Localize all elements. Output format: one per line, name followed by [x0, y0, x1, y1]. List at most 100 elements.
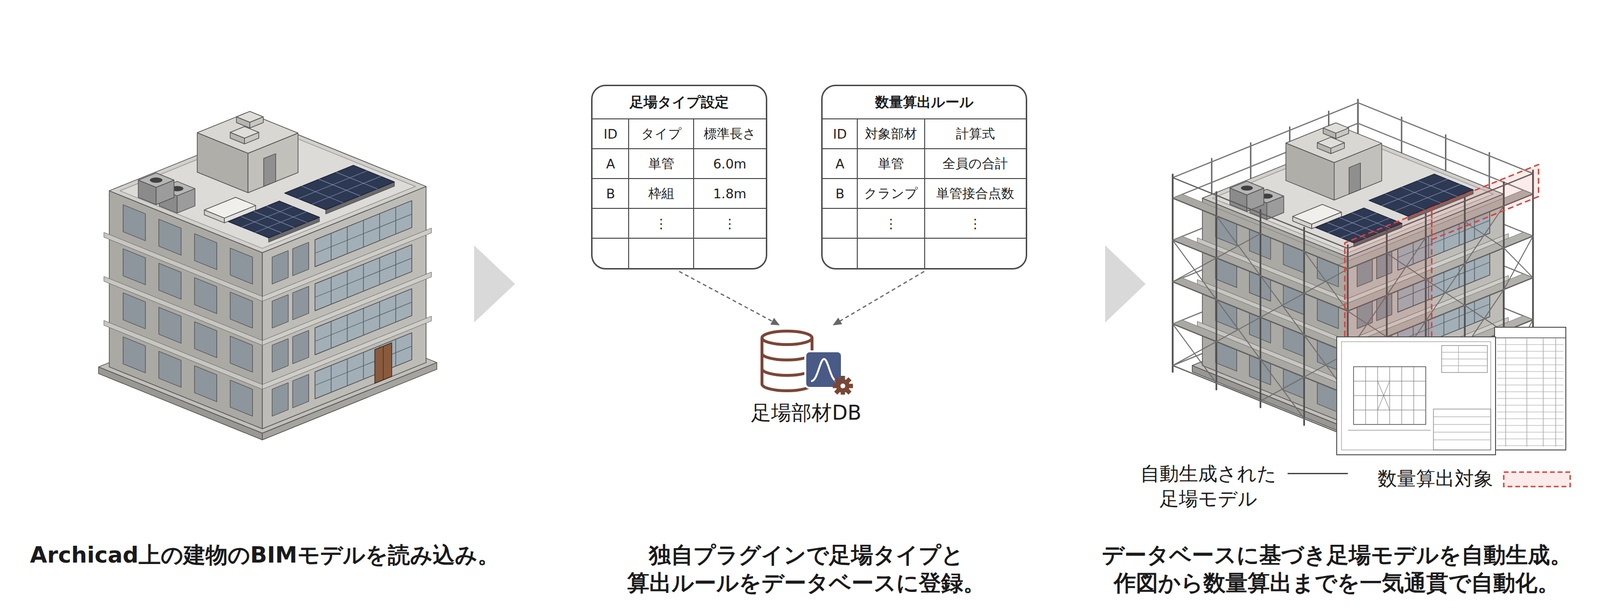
sheet-rule — [1496, 418, 1564, 420]
ac-fan — [1240, 185, 1253, 191]
window — [194, 277, 217, 314]
dimension-line — [1347, 430, 1431, 431]
window — [158, 219, 181, 256]
table-rule — [592, 237, 766, 239]
sheet-rule — [1496, 432, 1564, 433]
sheet-rule — [1505, 337, 1507, 447]
scaffold-brace — [1216, 299, 1261, 360]
sheet-rule — [1496, 391, 1564, 393]
window — [230, 380, 253, 417]
table-title: 数量算出ルール — [822, 86, 1026, 119]
table-rule — [924, 118, 926, 269]
solar-panel — [284, 165, 395, 210]
table-cell: 1.8m — [693, 178, 766, 209]
step-chevron — [474, 245, 516, 323]
scaffold-brace — [1172, 258, 1217, 283]
table-cell: ⋮ — [857, 208, 925, 239]
solar-panel — [228, 201, 320, 239]
table-cell: 単管接合点数 — [924, 178, 1026, 209]
connector-line — [679, 271, 780, 326]
window — [194, 233, 217, 271]
sheet-rule — [1555, 337, 1557, 447]
legend-sample — [1501, 469, 1573, 490]
sheet-rule — [1496, 358, 1564, 359]
scaffold-brace — [1260, 275, 1305, 336]
plugin-curve — [811, 359, 838, 382]
sheet-rule — [1433, 424, 1491, 426]
table-cell: 計算式 — [924, 118, 1026, 149]
transom — [314, 258, 412, 297]
table-cell: クランプ — [857, 178, 925, 209]
table-rule — [592, 118, 766, 120]
scaffold-pole — [1303, 227, 1306, 426]
window — [123, 336, 146, 374]
window — [230, 248, 253, 285]
sheet-rule — [1496, 385, 1564, 386]
sheet-table — [1441, 345, 1488, 373]
database-icon — [734, 327, 879, 395]
table-rule — [856, 118, 858, 269]
table-title: 足場タイプ設定 — [592, 86, 766, 119]
scaffold-ledger — [1172, 365, 1348, 437]
elevation-grid — [1353, 366, 1426, 425]
window — [292, 286, 309, 321]
transom — [314, 302, 412, 342]
sheet-rule — [1496, 378, 1564, 379]
ac-unit — [1229, 181, 1264, 196]
table-rule — [628, 118, 630, 269]
roof-vent — [1317, 137, 1345, 149]
roof-vent — [230, 126, 259, 139]
window — [271, 294, 288, 329]
scaffold-brace — [1303, 269, 1348, 294]
scaffold-ledger — [1172, 177, 1348, 249]
window — [230, 292, 253, 329]
penthouse-door — [263, 153, 276, 187]
arrow-head — [832, 317, 843, 326]
connector-line — [832, 271, 925, 326]
gear-hole — [840, 383, 846, 389]
legend-text: 数量算出対象 — [1377, 465, 1498, 491]
sheet-rule — [1496, 412, 1564, 413]
scaffold-brace — [1172, 323, 1217, 384]
table-cell: ID — [822, 118, 858, 149]
roof-deck — [119, 129, 416, 249]
sheet-rule — [1433, 439, 1491, 441]
gear — [836, 379, 850, 393]
table-cell: ⋮ — [628, 208, 694, 239]
panel-grid — [311, 176, 381, 205]
title-block — [1433, 409, 1491, 451]
table-cell: 枠組 — [628, 178, 694, 209]
window — [292, 242, 309, 277]
scaffold-brace — [1464, 221, 1504, 249]
db-top — [761, 331, 813, 345]
panel-grid — [241, 206, 293, 228]
step-caption: 独自プラグインで足場タイプと 算出ルールをデータベースに登録。 — [604, 541, 1009, 597]
sheet-rule — [1441, 365, 1488, 367]
floor-slab — [103, 232, 263, 302]
table-cell: ID — [592, 118, 629, 149]
sheet-rule — [1494, 337, 1566, 339]
plugin-badge — [805, 351, 842, 388]
scaffold-brace — [1216, 233, 1261, 259]
drawing-sheet — [1336, 336, 1496, 455]
table-grid — [592, 86, 766, 269]
sheet-frame — [1341, 341, 1491, 451]
quantity-target-outline — [1431, 164, 1539, 240]
sheet-rule — [1526, 337, 1528, 447]
step-caption: Archicad上の建物のBIMモデルを読み込み。 — [14, 541, 516, 570]
scaffold-brace — [1216, 317, 1261, 342]
window — [158, 263, 181, 300]
table-cell: 6.0m — [693, 148, 766, 179]
table-cell: 単管 — [857, 148, 925, 179]
floor-slab — [262, 316, 432, 390]
roof-deck — [1212, 139, 1494, 254]
sheet-rule — [1433, 416, 1491, 418]
sheet-rule — [1496, 344, 1564, 346]
table-cell: ⋮ — [693, 208, 766, 239]
database-node: 足場部材DB — [734, 327, 879, 427]
settings-table: 足場タイプ設定IDタイプ標準長さA単管6.0mB枠組1.8m⋮⋮ — [591, 84, 768, 270]
table-cell: 全員の合計 — [924, 148, 1026, 179]
table-cell: A — [592, 148, 629, 179]
table-rule — [592, 148, 766, 150]
